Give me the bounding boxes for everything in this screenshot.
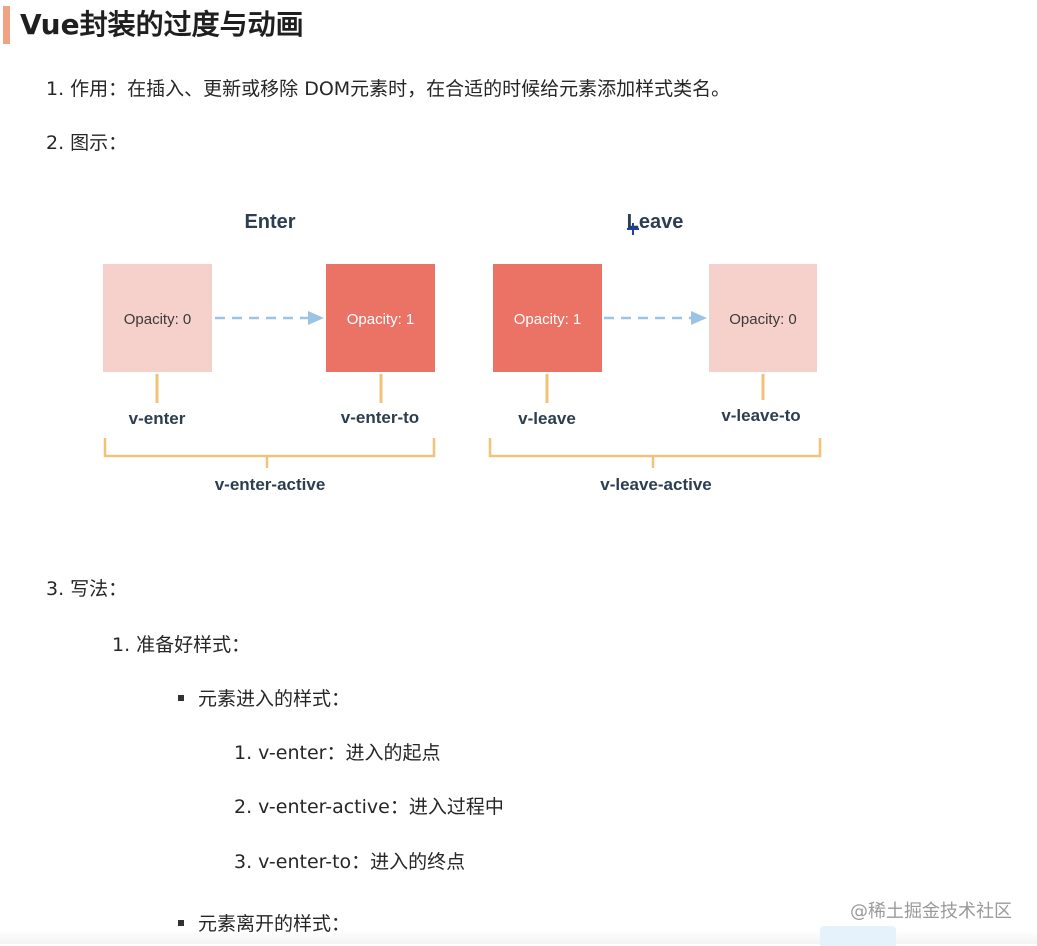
enter-from-box-label: Opacity: 0: [124, 311, 192, 328]
bullet-enter-styles-text: 元素进入的样式：: [198, 688, 351, 710]
diagram-leave-title: Leave: [627, 211, 684, 233]
item-enter-3: 3. v-enter-to：进入的终点: [234, 851, 466, 873]
leave-bracket: [488, 438, 822, 468]
item-purpose: 1. 作用：在插入、更新或移除 DOM元素时，在合适的时候给元素添加样式类名。: [46, 78, 731, 100]
floating-button[interactable]: [820, 926, 896, 946]
label-v-leave: v-leave: [518, 409, 576, 428]
connector-ticks: [155, 374, 765, 403]
watermark: @稀土掘金技术社区: [850, 901, 1012, 922]
bullet-enter-styles: 元素进入的样式：: [178, 686, 350, 712]
item-prepare: 1. 准备好样式：: [112, 634, 251, 656]
diagram-enter-title: Enter: [244, 211, 295, 233]
item-usage: 3. 写法：: [46, 578, 128, 600]
leave-from-box: [493, 264, 602, 372]
transition-diagram: Enter Leave Opacity: 0 Opacity: 1 Opacit…: [103, 211, 822, 494]
bullet-marker: [178, 919, 184, 926]
bullet-leave-styles: 元素离开的样式：: [178, 911, 350, 937]
page-title: Vue封装的过度与动画: [20, 8, 304, 41]
label-v-enter-to: v-enter-to: [341, 408, 419, 427]
label-v-enter: v-enter: [129, 409, 186, 428]
leave-to-box-label: Opacity: 0: [729, 311, 797, 328]
item-enter-1: 1. v-enter：进入的起点: [234, 742, 441, 764]
bullet-leave-styles-text: 元素离开的样式：: [198, 913, 351, 935]
item-enter-2: 2. v-enter-active：进入过程中: [234, 796, 504, 818]
bullet-marker: [178, 694, 184, 701]
leave-to-box: [709, 264, 817, 372]
cursor-icon: [627, 223, 639, 235]
leave-arrow: [604, 311, 707, 325]
label-v-leave-active: v-leave-active: [600, 475, 712, 494]
leave-from-box-label: Opacity: 1: [514, 311, 582, 328]
bottom-fade: [0, 930, 1037, 944]
heading-accent-bar: [3, 6, 10, 44]
enter-to-box: [326, 264, 435, 372]
label-v-leave-to: v-leave-to: [721, 406, 800, 425]
enter-bracket: [103, 438, 436, 468]
enter-to-box-label: Opacity: 1: [347, 311, 415, 328]
enter-arrow: [215, 311, 324, 325]
item-diagram-label: 2. 图示：: [46, 132, 128, 154]
label-v-enter-active: v-enter-active: [215, 475, 326, 494]
enter-from-box: [103, 264, 212, 372]
